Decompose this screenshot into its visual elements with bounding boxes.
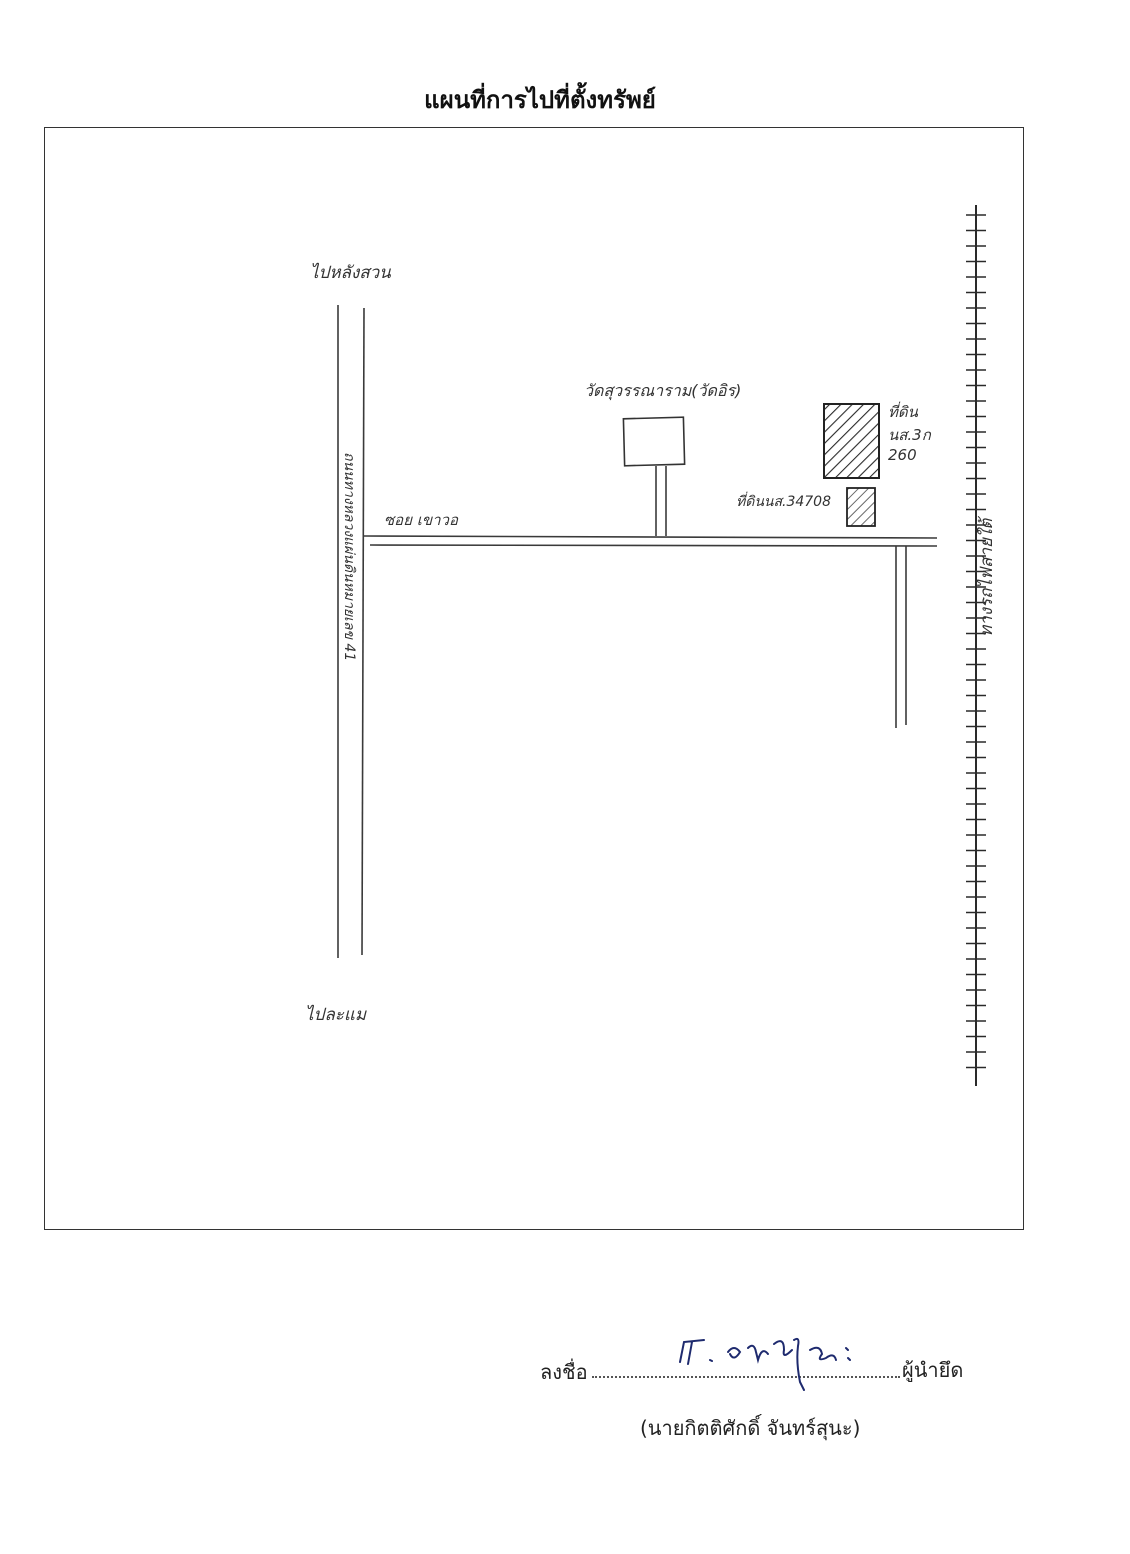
land-plot-2 [846,487,876,527]
label-soi: ซอย เขาวอ [384,511,459,529]
label-north: ไปหลังสวน [310,262,391,283]
branch-road [895,546,907,728]
label-land1-line1: ที่ดิน [888,401,919,421]
label-railway: ทางรถไฟสายใต้ [976,516,997,637]
signature-block: ลงชื่อ ผู้นำยึด (นายกิตติศักดิ์ จันทร์สุ… [540,1337,1000,1450]
sign-role: ผู้นำยึด [902,1358,964,1382]
soi-road [363,535,938,547]
page-title: แผนที่การไปที่ตั้งทรัพย์ [424,86,656,114]
railway-line [966,205,986,1086]
label-land1-line2: นส.3ก [888,426,932,444]
temple-access-road [655,466,667,536]
label-land2: ที่ดินนส.34708 [736,491,831,510]
signatory-name: (นายกิตติศักดิ์ จันทร์สุนะ) [640,1416,861,1440]
signature-line [592,1376,900,1378]
sign-label: ลงชื่อ [540,1360,588,1384]
temple-building [622,416,686,467]
label-temple: วัดสุวรรณาราม(วัดอิร) [584,381,741,401]
land-plot-1 [823,403,880,479]
signature-handwriting [679,1337,851,1391]
map-frame [44,127,1024,1230]
main-highway [337,305,365,958]
label-land1-line3: 260 [888,446,917,464]
label-main-road: ถนนทางหลวงแผ่นดินหมายเลข 41 [341,452,357,661]
label-south: ไปละแม [305,1004,367,1025]
